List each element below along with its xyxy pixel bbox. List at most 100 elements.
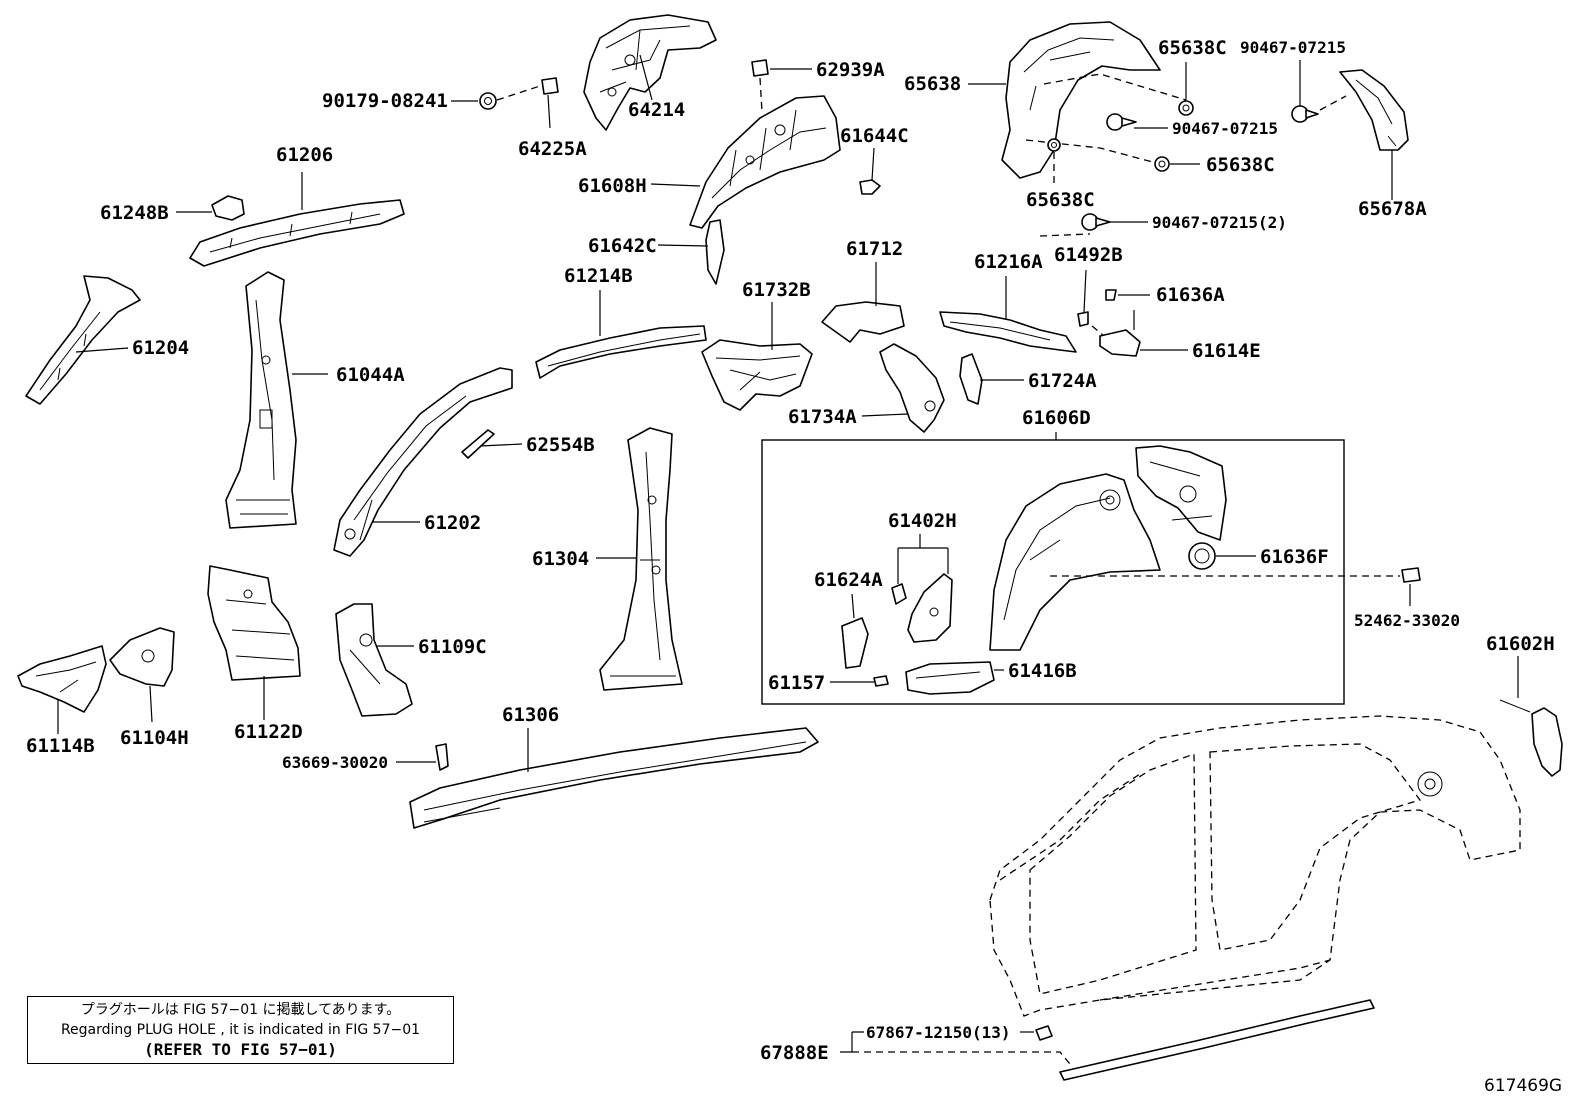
label-90467-07215-top: 90467-07215: [1240, 38, 1346, 57]
part-61636A-clip: [1105, 289, 1117, 301]
label-61214B: 61214B: [564, 265, 633, 287]
part-64225A-clip: [541, 77, 559, 95]
part-61204-a-pillar-upper: [25, 275, 141, 405]
part-61157-clip: [873, 675, 889, 687]
label-61044A: 61044A: [336, 364, 405, 386]
figure-id: 617469G: [1484, 1076, 1563, 1096]
label-61732B: 61732B: [742, 279, 811, 301]
label-61304: 61304: [532, 548, 589, 570]
part-61248B-bracket: [211, 195, 245, 221]
label-61104H: 61104H: [120, 727, 189, 749]
label-67888E: 67888E: [760, 1042, 829, 1064]
part-61644C-bracket: [859, 179, 881, 195]
label-61306: 61306: [502, 704, 559, 726]
part-90467-07215-2-clip: [1081, 213, 1111, 231]
part-61636F-cap: [1188, 542, 1216, 570]
part-61304-b-pillar: [599, 427, 683, 691]
label-61402H: 61402H: [888, 510, 957, 532]
part-67867-12150-clip: [1035, 1025, 1053, 1041]
part-61216A-roof-rail-rear: [939, 311, 1077, 353]
part-65638C-nut-low: [1047, 138, 1061, 152]
label-63669-30020: 63669-30020: [282, 753, 388, 772]
label-67867-12150: 67867-12150(13): [866, 1023, 1011, 1042]
part-64214-cowl-bracket: [583, 14, 717, 131]
part-61606D-upper-bracket: [1135, 445, 1227, 541]
label-61724A: 61724A: [1028, 370, 1097, 392]
label-64214: 64214: [628, 99, 685, 121]
part-52462-33020-pad: [1401, 567, 1421, 583]
label-90467-07215-2: 90467-07215(2): [1152, 213, 1287, 232]
part-61104H-pillar-brace: [109, 627, 175, 687]
label-61606D: 61606D: [1022, 407, 1091, 429]
label-61642C: 61642C: [588, 235, 657, 257]
part-61306-rocker-panel: [409, 727, 819, 829]
label-61202: 61202: [424, 512, 481, 534]
label-61734A: 61734A: [788, 406, 857, 428]
part-63669-30020-clip: [435, 743, 449, 771]
part-61712-extension: [821, 301, 905, 343]
label-61636A: 61636A: [1156, 284, 1225, 306]
part-61416B-extension: [905, 661, 995, 695]
part-61402H-bracket-set: [891, 573, 953, 643]
label-65638C-low: 65638C: [1026, 189, 1095, 211]
label-61614E: 61614E: [1192, 340, 1261, 362]
part-61206-roof-rail-inner: [189, 199, 405, 267]
part-90467-07215-clip-a: [1106, 113, 1137, 131]
part-61608H-wheelhouse-inner: [689, 95, 841, 229]
label-64225A: 64225A: [518, 138, 587, 160]
note-line-refer: (REFER TO FIG 57−01): [144, 1040, 337, 1059]
label-65678A: 65678A: [1358, 198, 1427, 220]
part-65638C-nut-mid: [1154, 156, 1170, 172]
label-61204: 61204: [132, 337, 189, 359]
part-61214B-roof-side-rail: [535, 325, 707, 379]
note-line-japanese: プラグホールは FIG 57−01 に掲載してあります。: [80, 1002, 401, 1018]
part-90179-08241-nut: [479, 92, 497, 110]
part-90467-07215-clip-b: [1291, 105, 1319, 123]
label-61206: 61206: [276, 144, 333, 166]
part-61114B-front-pillar-lower: [17, 645, 107, 713]
label-90467-07215-mid: 90467-07215: [1172, 119, 1278, 138]
part-61732B-quarter-panel-brace: [701, 339, 813, 411]
label-61157: 61157: [768, 672, 825, 694]
part-65638C-nut-top: [1178, 100, 1194, 116]
part-61614E-bracket: [1099, 329, 1141, 357]
part-65678A-mud-guard: [1339, 69, 1409, 151]
label-61644C: 61644C: [840, 125, 909, 147]
label-65638C-top: 65638C: [1158, 37, 1227, 59]
label-61248B: 61248B: [100, 202, 169, 224]
side-body-outline: [989, 715, 1521, 1017]
part-61202-front-pillar-outer: [333, 367, 513, 557]
group-frame-61606D: [761, 439, 1345, 705]
label-65638C-mid: 65638C: [1206, 154, 1275, 176]
label-61216A: 61216A: [974, 251, 1043, 273]
label-62939A: 62939A: [816, 59, 885, 81]
label-90179-08241: 90179-08241: [322, 90, 448, 112]
label-61114B: 61114B: [26, 735, 95, 757]
label-61602H: 61602H: [1486, 633, 1555, 655]
part-61642C-gusset: [705, 219, 725, 285]
part-61724A-reinforcement: [959, 353, 983, 405]
part-61624A-bracket: [841, 617, 869, 669]
part-65638-wheel-liner: [1001, 21, 1161, 179]
part-61602H-quarter-panel-piece: [1499, 699, 1563, 777]
reference-note-box: プラグホールは FIG 57−01 に掲載してあります。 Regarding P…: [27, 996, 454, 1064]
label-65638: 65638: [904, 73, 961, 95]
label-61636F: 61636F: [1260, 546, 1329, 568]
part-61122D-center-pillar-lower: [207, 565, 301, 681]
label-61712: 61712: [846, 238, 903, 260]
label-61624A: 61624A: [814, 569, 883, 591]
label-61122D: 61122D: [234, 721, 303, 743]
part-61606D-quarter-wheelhouse: [989, 473, 1161, 651]
label-61492B: 61492B: [1054, 244, 1123, 266]
part-61044A-a-pillar-reinforcement: [225, 271, 297, 529]
part-62939A-pad: [751, 59, 769, 77]
part-62554B-seal: [461, 429, 495, 459]
label-61416B: 61416B: [1008, 660, 1077, 682]
label-52462-33020: 52462-33020: [1354, 611, 1460, 630]
label-62554B: 62554B: [526, 434, 595, 456]
part-61734A-gusset: [879, 343, 945, 433]
part-67888E-rocker-moulding: [1059, 999, 1375, 1081]
label-61608H: 61608H: [578, 175, 647, 197]
note-line-english: Regarding PLUG HOLE , it is indicated in…: [60, 1022, 421, 1038]
